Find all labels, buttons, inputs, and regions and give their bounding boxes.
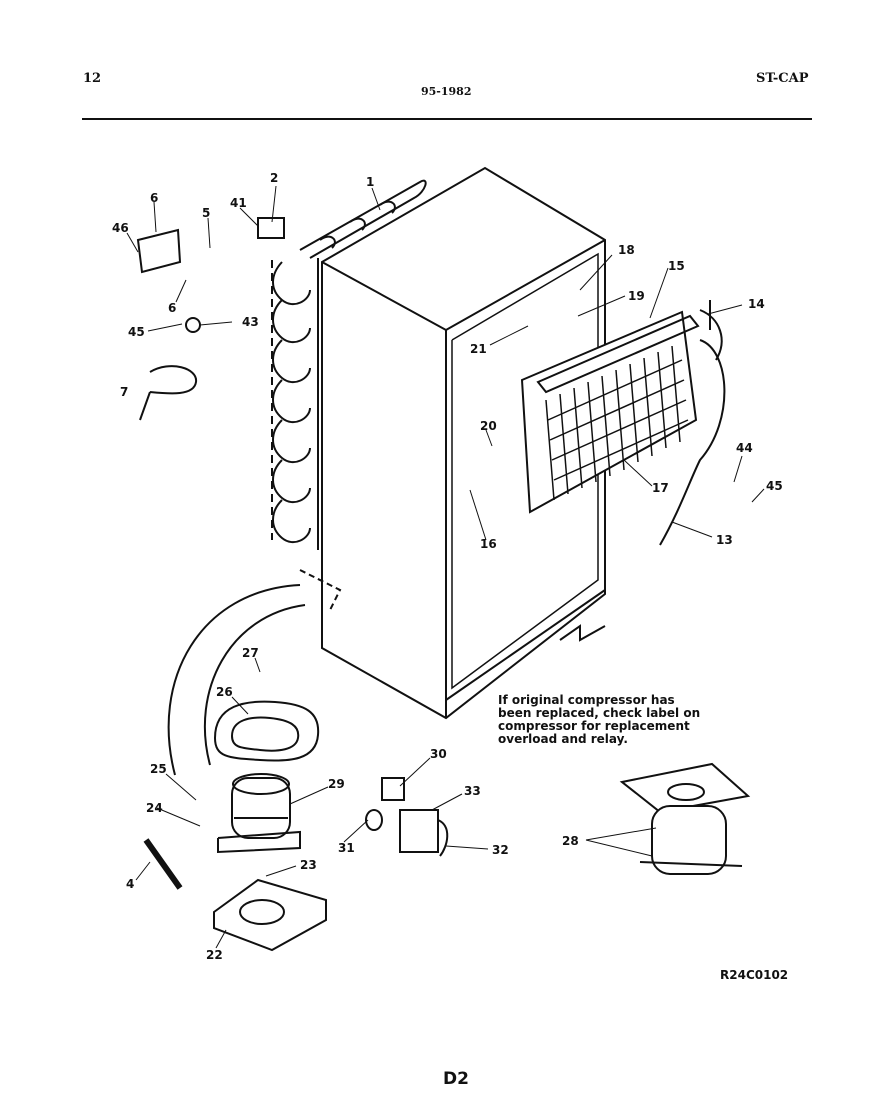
callout: 19 — [628, 289, 645, 303]
callout: 44 — [736, 441, 753, 455]
callout: 41 — [230, 196, 247, 210]
callout: 15 — [668, 259, 685, 273]
compressor — [217, 773, 301, 854]
upper-left-parts — [136, 217, 285, 421]
flow-arrow — [167, 569, 342, 776]
callout: 26 — [216, 685, 233, 699]
note-line: overload and relay. — [498, 732, 628, 746]
callout: 27 — [242, 646, 259, 660]
callout-numbers: 1 2 41 6 5 46 6 45 43 7 18 15 19 14 21 2… — [112, 171, 783, 962]
leader-lines — [126, 185, 765, 949]
callout: 13 — [716, 533, 733, 547]
cabinet-body — [321, 166, 606, 720]
callout: 30 — [430, 747, 447, 761]
callout: 6 — [168, 301, 176, 315]
callout: 24 — [146, 801, 163, 815]
drier — [143, 838, 183, 890]
callout: 46 — [112, 221, 129, 235]
callout: 18 — [618, 243, 635, 257]
model-code: ST-CAP — [756, 71, 809, 86]
callout: 14 — [748, 297, 765, 311]
callout: 20 — [480, 419, 497, 433]
callout: 45 — [128, 325, 145, 339]
page-code: D2 — [443, 1069, 469, 1089]
callout: 17 — [652, 481, 669, 495]
evaporator — [520, 300, 726, 546]
callout: 45 — [766, 479, 783, 493]
header-rule — [82, 118, 812, 120]
model-range: 95-1982 — [421, 85, 472, 98]
mounting-bracket — [213, 878, 327, 952]
compressor-base-pan — [213, 700, 320, 762]
callout: 43 — [242, 315, 259, 329]
page-number: 12 — [83, 71, 102, 86]
callout: 16 — [480, 537, 497, 551]
callout: 1 — [366, 175, 374, 189]
drawing-code: R24C0102 — [720, 968, 789, 982]
note-line: compressor for replacement — [498, 719, 690, 733]
note-line: If original compressor has — [498, 693, 675, 707]
callout: 5 — [202, 206, 210, 220]
callout: 23 — [300, 858, 317, 872]
condenser-coil — [271, 179, 427, 550]
compressor-replacement-note: If original compressor has been replaced… — [498, 694, 738, 746]
callout: 28 — [562, 834, 579, 848]
callout: 4 — [126, 877, 134, 891]
replacement-compressor — [619, 762, 751, 875]
callout: 22 — [206, 948, 223, 962]
callout: 29 — [328, 777, 345, 791]
callout: 25 — [150, 762, 167, 776]
relay-overload — [365, 777, 449, 857]
note-line: been replaced, check label on — [498, 706, 701, 720]
callout: 32 — [492, 843, 509, 857]
callout: 7 — [120, 385, 128, 399]
callout: 2 — [270, 171, 278, 185]
callout: 31 — [338, 841, 355, 855]
callout: 33 — [464, 784, 481, 798]
callout: 21 — [470, 342, 487, 356]
callout: 6 — [150, 191, 158, 205]
